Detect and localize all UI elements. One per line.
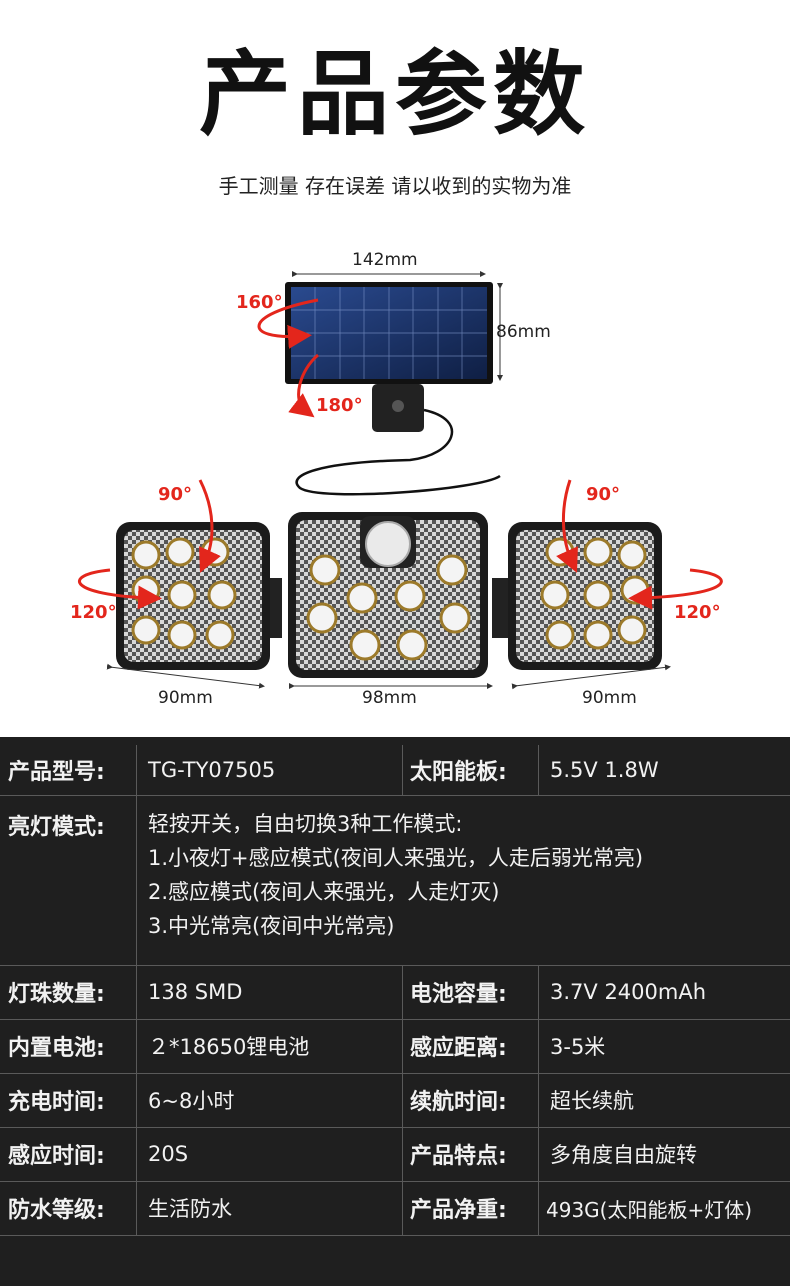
rotation-arrows [78, 298, 723, 610]
center-light [288, 512, 488, 678]
right-tilt-label: 90° [586, 484, 621, 505]
waterproof-label: 防水等级: [8, 1198, 105, 1223]
spec-row: 充电时间: 6~8小时 续航时间: 超长续航 [0, 1073, 790, 1128]
battery-label: 内置电池: [8, 1036, 105, 1061]
weight-label: 产品净重: [410, 1198, 507, 1223]
solar-label: 太阳能板: [410, 760, 507, 785]
sense-time-label: 感应时间: [8, 1144, 105, 1169]
distance-value: 3-5米 [550, 1035, 606, 1059]
left-light [116, 522, 282, 670]
feature-label: 产品特点: [410, 1144, 507, 1169]
spec-row: 亮灯模式: 轻按开关，自由切换3种工作模式: 1.小夜灯+感应模式(夜间人来强光… [0, 795, 790, 966]
endurance-label: 续航时间: [410, 1090, 507, 1115]
spec-table: 产品型号: TG-TY07505 太阳能板: 5.5V 1.8W 亮灯模式: 轻… [0, 737, 790, 1286]
charge-value: 6~8小时 [148, 1089, 235, 1113]
left-swivel-label: 120° [70, 602, 117, 623]
panel-height-label: 86mm [496, 322, 551, 342]
left-width-label: 90mm [158, 688, 213, 708]
model-label: 产品型号: [8, 760, 105, 785]
panel-rotate-v-label: 180° [316, 395, 363, 416]
mode-label: 亮灯模式: [8, 815, 105, 840]
spec-row: 产品型号: TG-TY07505 太阳能板: 5.5V 1.8W [0, 745, 790, 796]
spec-row: 感应时间: 20S 产品特点: 多角度自由旋转 [0, 1127, 790, 1182]
sense-time-value: 20S [148, 1142, 189, 1166]
mode-line: 2.感应模式(夜间人来强光，人走灯灭) [148, 880, 500, 904]
left-tilt-label: 90° [158, 484, 193, 505]
right-width-label: 90mm [582, 688, 637, 708]
charge-label: 充电时间: [8, 1090, 105, 1115]
product-illustration [78, 271, 723, 690]
right-swivel-label: 120° [674, 602, 721, 623]
panel-rotate-h-label: 160° [236, 292, 283, 313]
weight-value: 493G(太阳能板+灯体) [546, 1197, 753, 1222]
distance-label: 感应距离: [410, 1036, 507, 1061]
spec-row: 防水等级: 生活防水 产品净重: 493G(太阳能板+灯体) [0, 1181, 790, 1236]
solar-panel [285, 282, 501, 496]
led-value: 138 SMD [148, 980, 243, 1004]
solar-value: 5.5V 1.8W [550, 758, 659, 782]
capacity-value: 3.7V 2400mAh [550, 980, 707, 1004]
page-subtitle: 手工测量 存在误差 请以收到的实物为准 [218, 174, 572, 198]
led-label: 灯珠数量: [8, 982, 105, 1007]
waterproof-value: 生活防水 [148, 1197, 232, 1221]
mode-line: 1.小夜灯+感应模式(夜间人来强光，人走后弱光常亮) [148, 846, 644, 870]
dimension-lines [106, 271, 671, 690]
product-figure: 142mm 86mm 160° 180° 90° 120° 90° 120° 9… [0, 240, 790, 720]
panel-width-label: 142mm [352, 250, 418, 270]
page-title: 产品参数 [198, 41, 591, 148]
right-light [492, 522, 662, 670]
capacity-label: 电池容量: [410, 982, 507, 1007]
spec-row: 灯珠数量: 138 SMD 电池容量: 3.7V 2400mAh [0, 965, 790, 1020]
mode-description: 轻按开关，自由切换3种工作模式: 1.小夜灯+感应模式(夜间人来强光，人走后弱光… [136, 795, 790, 965]
spec-row: 内置电池: ２*18650锂电池 感应距离: 3-5米 [0, 1019, 790, 1074]
mode-line: 轻按开关，自由切换3种工作模式: [148, 812, 463, 836]
mode-line: 3.中光常亮(夜间中光常亮) [148, 914, 395, 938]
endurance-value: 超长续航 [550, 1089, 634, 1113]
center-width-label: 98mm [362, 688, 417, 708]
battery-value: ２*18650锂电池 [148, 1035, 310, 1059]
feature-value: 多角度自由旋转 [550, 1143, 697, 1167]
model-value: TG-TY07505 [148, 758, 276, 782]
